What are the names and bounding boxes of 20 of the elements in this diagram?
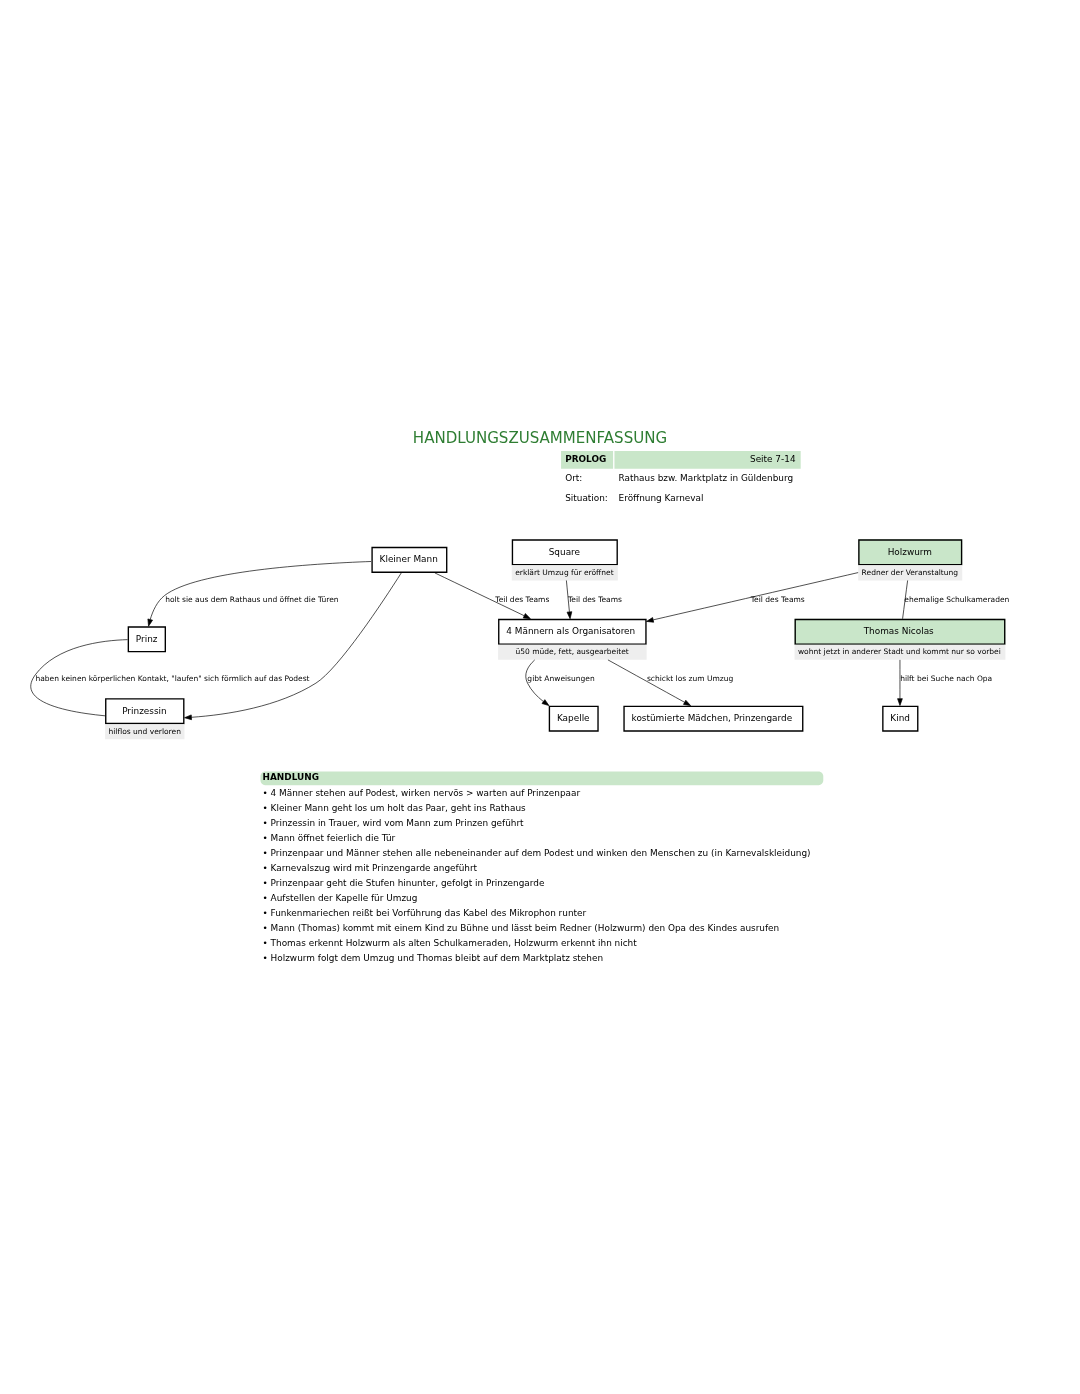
label: • 4 Männer stehen auf Podest, wirken nervös > warten auf Prinzenpaar [262, 787, 581, 798]
label: • Kleiner Mann geht los um holt das Paar, geht ins Rathaus [262, 802, 526, 813]
label: • Funkenmariechen reißt bei Vorführung das Kabel des Mikrophon runter [262, 907, 587, 918]
label: • Aufstellen der Kapelle für Umzug [262, 892, 418, 903]
label: Seite 7-14 [750, 453, 796, 464]
label: Eröffnung Karneval [618, 492, 704, 503]
label: • Prinzenpaar geht die Stufen hinunter, gefolgt in Prinzengarde [262, 877, 545, 888]
label: Rathaus bzw. Marktplatz in Güldenburg [618, 472, 794, 483]
label: • Thomas erkennt Holzwurm als alten Schulkameraden, Holzwurm erkennt ihn nicht [262, 937, 637, 948]
label: • Holzwurm folgt dem Umzug und Thomas bleibt auf dem Marktplatz stehen [262, 952, 604, 963]
label: • Karnevalszug wird mit Prinzengarde angeführt [262, 862, 478, 873]
label: • Prinzenpaar und Männer stehen alle nebeneinander auf dem Podest und winken den Menschen zu (in Karnevalskleidung) [262, 847, 811, 858]
label: • Mann öffnet feierlich die Tür [262, 832, 396, 843]
label: • Mann (Thomas) kommt mit einem Kind zu Bühne und lässt beim Redner (Holzwurm) den Opa des Kindes ausrufen [262, 922, 780, 933]
label: PROLOG [565, 453, 607, 464]
label: HANDLUNG [262, 771, 319, 782]
label: Situation: [565, 492, 608, 503]
label: • Prinzessin in Trauer, wird vom Mann zum Prinzen geführt [262, 817, 524, 828]
label: Ort: [565, 472, 583, 483]
diagram-title: HANDLUNGSZUSAMMENFASSUNG [412, 428, 668, 447]
